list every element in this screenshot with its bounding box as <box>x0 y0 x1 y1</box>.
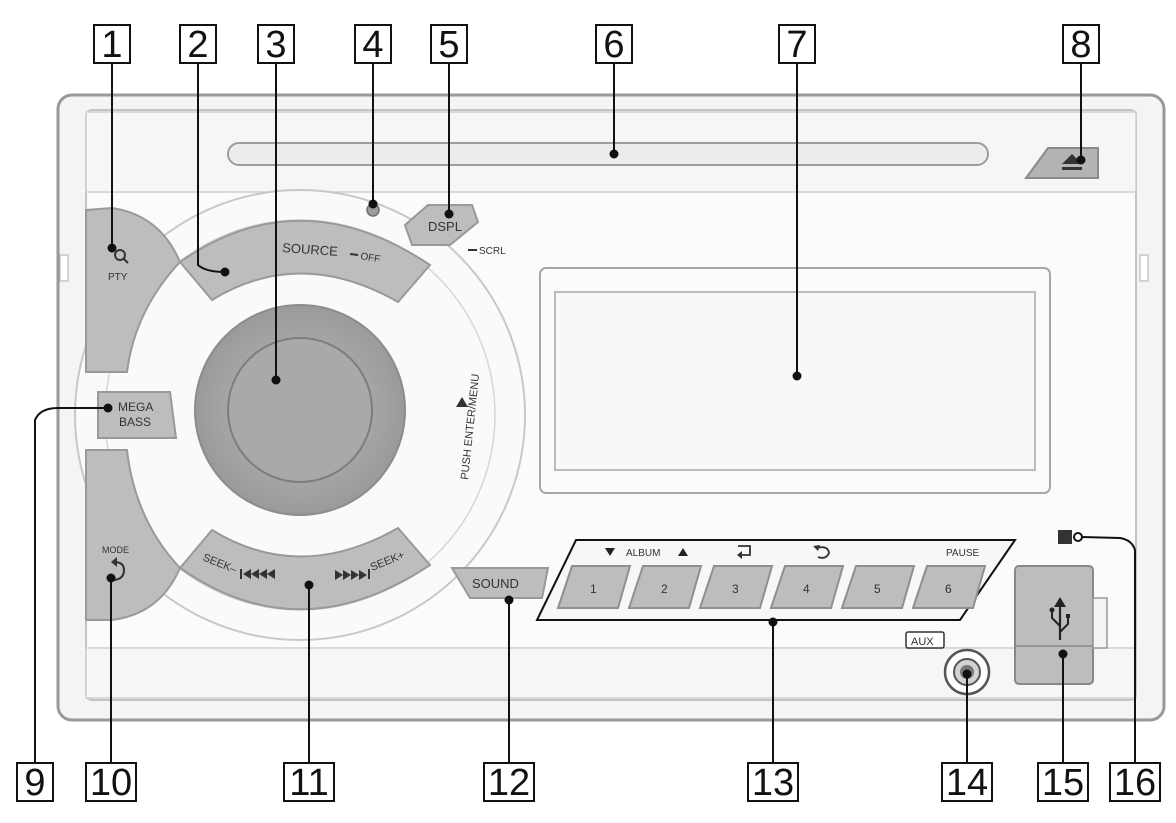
right-side-tab <box>1139 254 1149 282</box>
aux-label-box <box>905 631 945 649</box>
off-label: OFF <box>359 251 381 265</box>
callout-14: 14 <box>941 762 993 802</box>
bass-label: BASS <box>119 415 151 429</box>
sound-label: SOUND <box>472 576 519 591</box>
leader-lines <box>34 64 1136 762</box>
callout-6: 6 <box>595 24 633 64</box>
callout-1: 1 <box>93 24 131 64</box>
left-side-tab <box>59 254 69 282</box>
leader-dots <box>103 149 1086 679</box>
callout-2: 2 <box>179 24 217 64</box>
preset-button-1[interactable] <box>556 565 632 609</box>
source-off-button[interactable] <box>178 219 432 304</box>
source-label: SOURCE <box>282 240 339 259</box>
disc-slot[interactable] <box>227 142 989 166</box>
shuffle-icon <box>813 545 830 559</box>
dspl-button[interactable] <box>403 204 480 246</box>
preset-button-2[interactable] <box>627 565 703 609</box>
callout-4: 4 <box>354 24 392 64</box>
album-down-icon <box>605 548 615 556</box>
callout-12: 12 <box>483 762 535 802</box>
repeat-icon <box>737 545 751 559</box>
back-icon <box>111 557 126 581</box>
callout-9: 9 <box>16 762 54 802</box>
callout-8: 8 <box>1062 24 1100 64</box>
preset-button-4[interactable] <box>769 565 845 609</box>
preset-label-4: 4 <box>803 582 810 596</box>
pty-label: PTY <box>108 272 128 283</box>
enter-arrow <box>456 397 468 407</box>
usb-cover[interactable] <box>1014 565 1094 685</box>
display-window <box>554 291 1036 471</box>
preset-label-3: 3 <box>732 582 739 596</box>
ir-receiver-dot <box>1073 532 1083 542</box>
album-up-icon <box>678 548 688 556</box>
preset-label-5: 5 <box>874 582 881 596</box>
dspl-label: DSPL <box>428 219 462 234</box>
prev-track-icon <box>240 569 275 579</box>
callout-15: 15 <box>1037 762 1089 802</box>
mode-label: MODE <box>102 545 129 555</box>
off-dash <box>349 253 359 256</box>
scrl-label: SCRL <box>479 246 506 257</box>
preset-label-6: 6 <box>945 582 952 596</box>
seek-button[interactable] <box>178 526 432 611</box>
callout-11: 11 <box>283 762 335 802</box>
callout-16: 16 <box>1109 762 1161 802</box>
ir-receiver-icon <box>1058 530 1072 544</box>
next-track-icon <box>335 569 370 580</box>
mega-bass-button[interactable] <box>97 391 178 439</box>
aux-label: AUX <box>911 636 934 648</box>
search-icon <box>114 249 129 264</box>
usb-cover-hinge <box>1092 597 1108 649</box>
callout-7: 7 <box>778 24 816 64</box>
callout-10: 10 <box>85 762 137 802</box>
preset-button-5[interactable] <box>840 565 916 609</box>
mega-label: MEGA <box>118 400 153 414</box>
preset-label-2: 2 <box>661 582 668 596</box>
callout-3: 3 <box>257 24 295 64</box>
callout-13: 13 <box>747 762 799 802</box>
callout-5: 5 <box>430 24 468 64</box>
preset-label-1: 1 <box>590 582 597 596</box>
album-label: ALBUM <box>626 548 660 559</box>
preset-button-3[interactable] <box>698 565 774 609</box>
pause-label: PAUSE <box>946 548 979 559</box>
sound-button[interactable] <box>450 567 550 599</box>
usb-icon <box>1049 597 1070 640</box>
control-dial-inner <box>227 337 373 483</box>
preset-button-6[interactable] <box>911 565 987 609</box>
